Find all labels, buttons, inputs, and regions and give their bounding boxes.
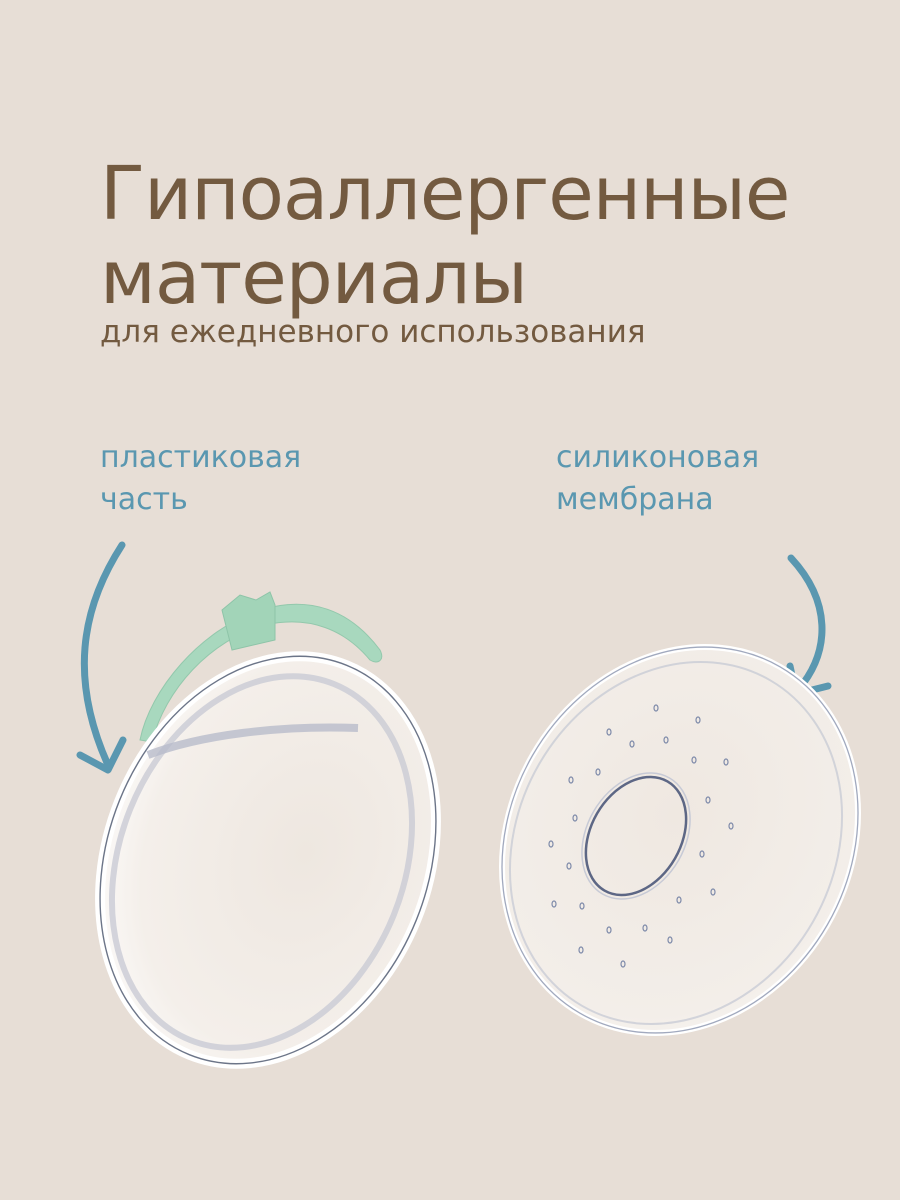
arrow-left-icon [76,541,127,774]
page-title: Гипоаллергенные материалы [100,151,790,321]
page-subtitle: для ежедневного использования [100,314,646,350]
title-line-2: материалы [100,235,528,321]
membrane-center-ring [584,775,688,897]
label-silicone-line-2: мембрана [556,482,714,517]
label-silicone-line-1: силиконовая [556,440,760,475]
green-clip [139,591,383,743]
silicone-membrane [499,644,861,1036]
membrane-holes [548,704,734,968]
label-silicone-membrane: силиконовая мембрана [556,437,759,521]
label-plastic-line-2: часть [100,482,188,517]
label-plastic-line-1: пластиковая [100,440,302,475]
plastic-shell [95,651,441,1069]
title-line-1: Гипоаллергенные [100,151,790,237]
label-plastic-part: пластиковая часть [100,437,301,521]
